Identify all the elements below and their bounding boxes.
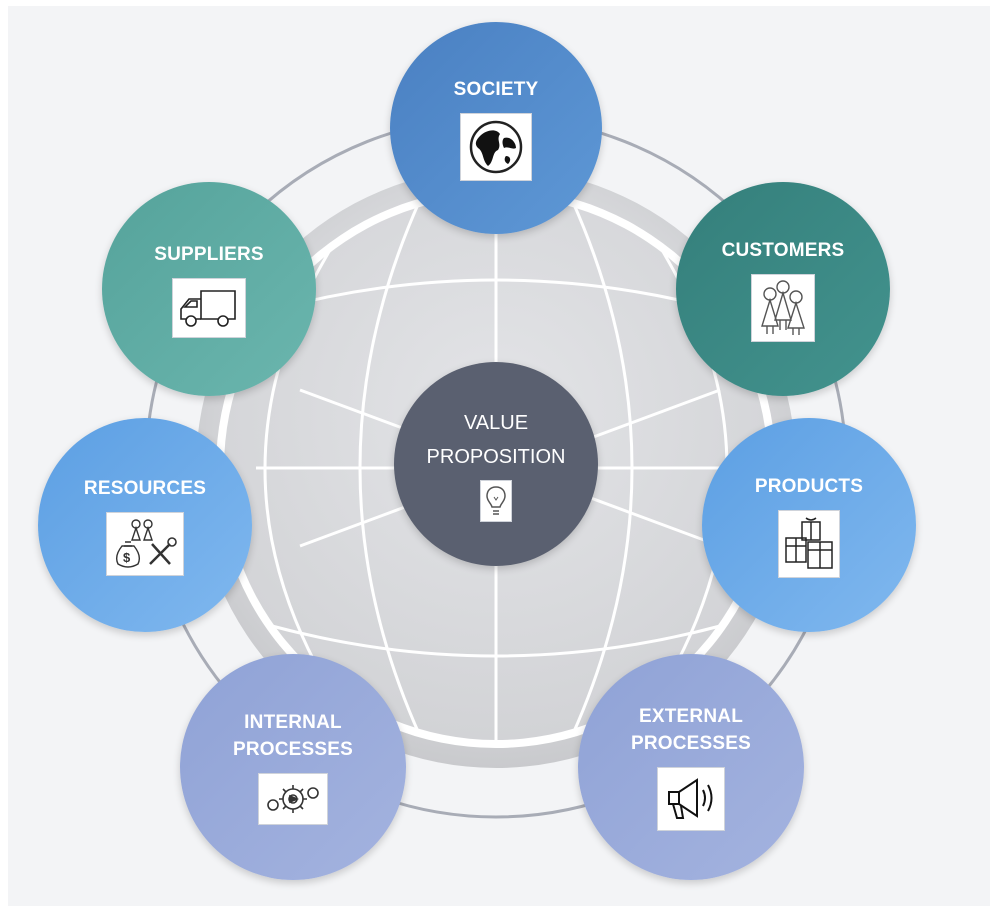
- suppliers-node[interactable]: SUPPLIERS: [102, 182, 316, 396]
- external-processes-node[interactable]: EXTERNAL PROCESSES: [578, 654, 804, 880]
- value-proposition-label: VALUE PROPOSITION: [426, 412, 566, 468]
- svg-text:$: $: [123, 550, 131, 565]
- value-proposition-node: VALUE PROPOSITION: [394, 362, 598, 566]
- suppliers-label: SUPPLIERS: [154, 243, 264, 265]
- products-label: PRODUCTS: [754, 475, 864, 497]
- external-processes-label: EXTERNAL PROCESSES: [630, 706, 752, 754]
- customers-label: CUSTOMERS: [721, 239, 845, 261]
- internal-processes-label: INTERNAL PROCESSES: [232, 712, 354, 760]
- globe-icon: [460, 112, 532, 181]
- money-tools-icon: $: [106, 511, 184, 576]
- internal-processes-node[interactable]: INTERNAL PROCESSES: [180, 654, 406, 880]
- resources-node[interactable]: RESOURCES $: [38, 418, 252, 632]
- gift-boxes-icon: [778, 509, 840, 578]
- resources-label: RESOURCES: [83, 477, 207, 499]
- gears-icon: [258, 773, 328, 825]
- lightbulb-icon: [480, 480, 512, 522]
- megaphone-icon: [657, 767, 725, 831]
- society-label: SOCIETY: [453, 78, 539, 100]
- truck-icon: [172, 277, 246, 338]
- society-node[interactable]: SOCIETY: [390, 22, 602, 234]
- people-icon: [751, 273, 815, 342]
- products-node[interactable]: PRODUCTS: [702, 418, 916, 632]
- customers-node[interactable]: CUSTOMERS: [676, 182, 890, 396]
